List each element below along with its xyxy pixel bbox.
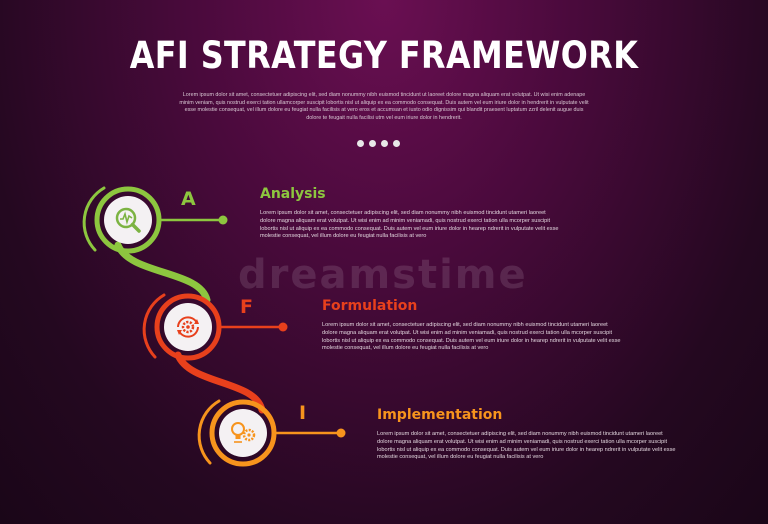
ring-arc-f	[142, 293, 166, 359]
step-letter-a: A	[181, 188, 196, 210]
pagination-dot	[381, 140, 388, 147]
step-title-implementation: Implementation	[377, 407, 503, 423]
node-formulation	[164, 303, 212, 351]
pagination-dot	[369, 140, 376, 147]
page-title: AFI STRATEGY FRAMEWORK	[129, 34, 639, 77]
node-analysis	[104, 196, 152, 244]
pagination-dots	[357, 140, 400, 147]
connector-dot-i	[336, 428, 346, 438]
page-subtitle: Lorem ipsum dolor sit amet, consectetuer…	[179, 92, 589, 121]
step-letter-i: I	[299, 402, 307, 424]
step-letter-f: F	[240, 296, 253, 318]
connector-curve-green	[114, 241, 211, 304]
step-desc-formulation: Lorem ipsum dolor sit amet, consectetuer…	[322, 322, 621, 352]
pagination-dot	[357, 140, 364, 147]
pagination-dot	[393, 140, 400, 147]
step-desc-implementation: Lorem ipsum dolor sit amet, consectetuer…	[377, 431, 676, 461]
magnifier-chart-icon	[115, 207, 141, 233]
connector-curve-red	[174, 351, 266, 414]
ring-arc-i	[197, 399, 221, 465]
ring-arc-a	[82, 186, 106, 252]
node-implementation	[219, 409, 267, 457]
connector-dot-f	[278, 322, 288, 332]
watermark: dreamstime	[238, 252, 528, 298]
idea-gear-icon	[231, 422, 256, 443]
connector-dot-a	[218, 215, 228, 225]
step-title-analysis: Analysis	[260, 186, 326, 202]
step-desc-analysis: Lorem ipsum dolor sit amet, consectetuer…	[260, 210, 559, 240]
step-title-formulation: Formulation	[322, 298, 418, 314]
gear-cycle-icon	[177, 316, 199, 338]
